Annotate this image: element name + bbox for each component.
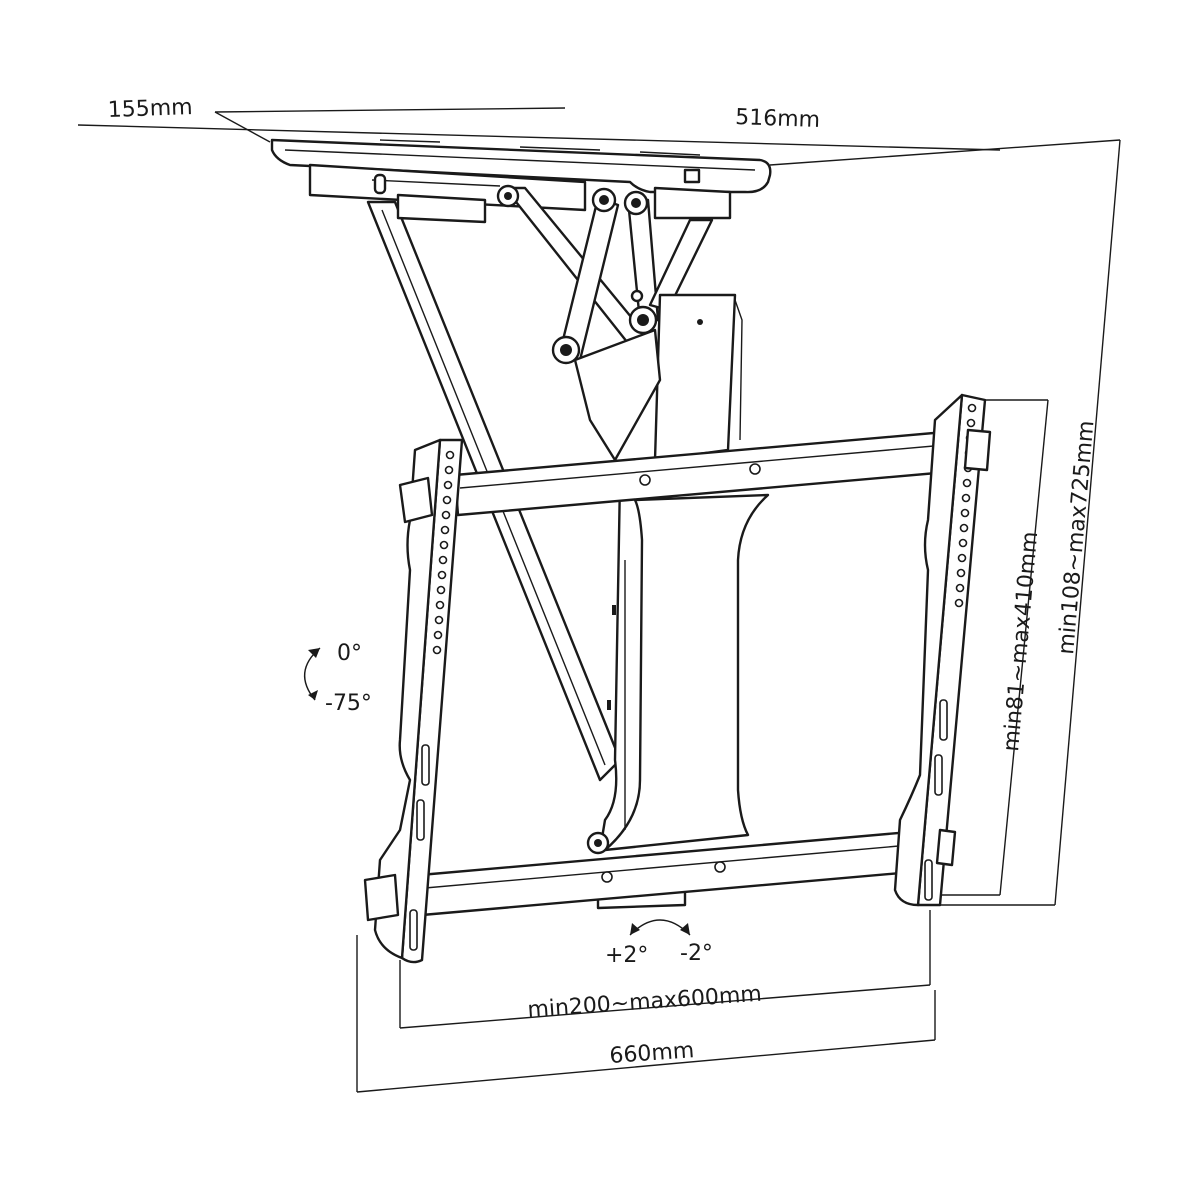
vertical-range-label: min108~max725mm (1054, 420, 1099, 656)
vesa-width-label: min200~max600mm (527, 982, 763, 1023)
tilt-top-label: 0° (337, 641, 362, 666)
depth-label: 155mm (107, 95, 193, 123)
overall-width-label: 660mm (609, 1038, 695, 1069)
dimension-lines (77, 107, 1121, 1093)
left-rail (363, 438, 464, 964)
right-rail (893, 393, 992, 907)
tilt-arrow (303, 647, 321, 701)
swivel-left-label: +2° (605, 943, 648, 968)
swivel-arrow (629, 919, 691, 936)
swivel-right-label: -2° (680, 941, 713, 966)
center-spine (586, 478, 770, 910)
plate-width-label: 516mm (735, 105, 821, 133)
vesa-height-label: min81~max410mm (999, 530, 1043, 752)
left-rail-holes (432, 450, 455, 655)
tilt-bottom-label: -75° (325, 691, 372, 716)
